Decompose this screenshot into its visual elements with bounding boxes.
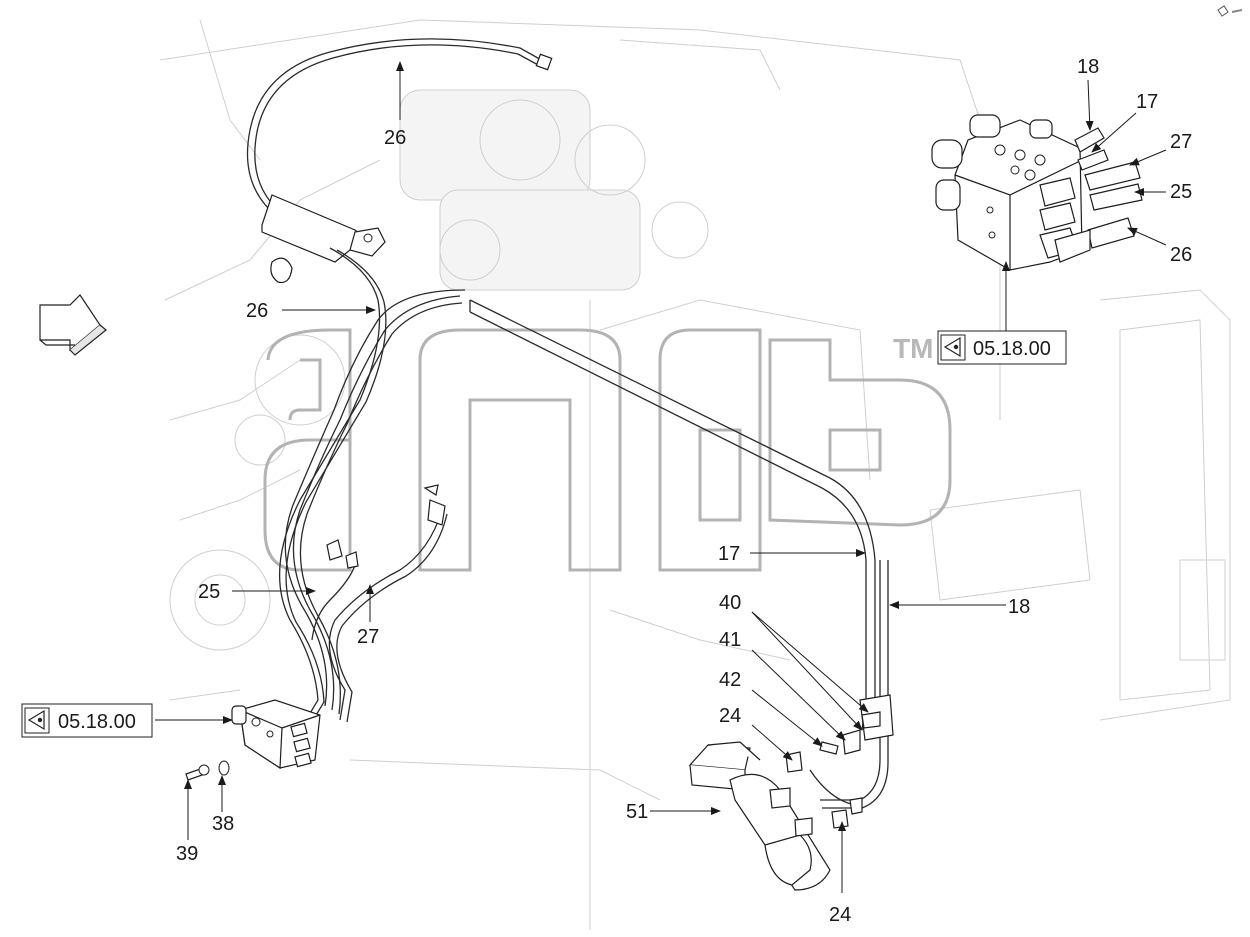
callout-42: 42 — [719, 669, 741, 691]
hose-17-18-diagonal — [469, 299, 889, 809]
callout-25: 25 — [198, 581, 220, 603]
corner-mark-icon — [1217, 5, 1243, 17]
callout-24-bottom: 24 — [829, 904, 851, 926]
reference-box-left[interactable]: 05.18.00 — [21, 703, 153, 738]
hose-26-top — [246, 38, 553, 211]
view-reference-icon — [27, 709, 45, 731]
bolt-39 — [185, 764, 210, 781]
callout-17: 17 — [718, 543, 740, 565]
callout-26-top: 26 — [384, 127, 406, 149]
background-machinery — [159, 19, 1231, 930]
callout-labels: 26 26 25 27 17 18 40 41 42 24 51 24 38 3… — [176, 56, 1192, 926]
cylinder-51 — [688, 741, 831, 891]
view-reference-icon — [943, 336, 961, 358]
valve-block-inset — [931, 114, 1143, 271]
bracket-plate — [261, 194, 386, 284]
inset-callout-27: 27 — [1170, 131, 1192, 153]
bolt-42 — [819, 741, 839, 755]
inset-callout-18: 18 — [1077, 56, 1099, 78]
washer-38 — [218, 760, 230, 776]
callout-38: 38 — [212, 813, 234, 835]
callout-40: 40 — [719, 592, 741, 614]
inset-callout-17: 17 — [1136, 91, 1158, 113]
valve-block-left — [231, 699, 321, 770]
hose-bundle-left — [278, 247, 466, 733]
fitting-24-top — [785, 751, 803, 773]
watermark: TM — [263, 328, 952, 572]
callout-39: 39 — [176, 843, 198, 865]
leader-lines — [155, 61, 1167, 893]
callout-24-top: 24 — [719, 705, 741, 727]
inset-callout-25: 25 — [1170, 181, 1192, 203]
callout-51: 51 — [626, 801, 648, 823]
reference-box-right[interactable]: 05.18.00 — [937, 330, 1067, 365]
inset-callout-26: 26 — [1170, 244, 1192, 266]
direction-arrow-icon — [39, 294, 107, 356]
watermark-tm: TM — [893, 333, 933, 364]
reference-label-left: 05.18.00 — [58, 711, 136, 733]
callout-41: 41 — [719, 629, 741, 651]
reference-label-right: 05.18.00 — [973, 338, 1051, 360]
callout-26-left: 26 — [246, 300, 268, 322]
clamp-40 — [859, 694, 894, 741]
callout-18: 18 — [1008, 596, 1030, 618]
callout-27: 27 — [357, 626, 379, 648]
bracket-41 — [842, 729, 861, 755]
